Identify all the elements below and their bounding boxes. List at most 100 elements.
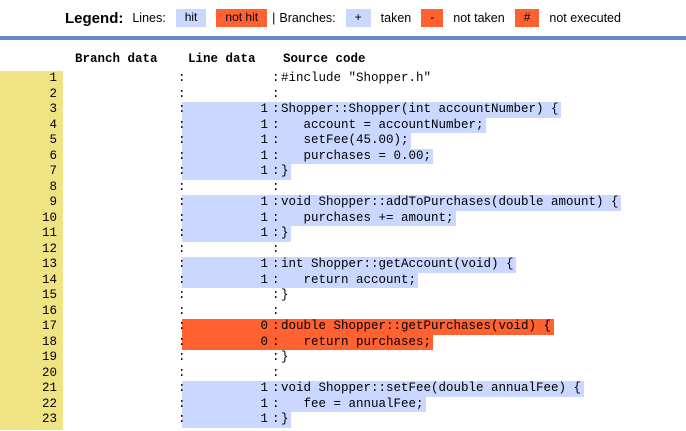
source-line-row: 7:1:} bbox=[0, 164, 686, 180]
line-number: 3 bbox=[49, 102, 57, 116]
column-separator: : bbox=[272, 334, 280, 349]
legend-swatch-hit: hit bbox=[175, 9, 207, 27]
source-line-row: 3:1:Shopper::Shopper(int accountNumber) … bbox=[0, 102, 686, 118]
coverage-highlight-not-hit bbox=[182, 319, 554, 335]
coverage-highlight-hit bbox=[182, 133, 411, 149]
column-separator: : bbox=[272, 164, 280, 178]
column-separator: : bbox=[178, 303, 186, 318]
header-divider bbox=[0, 36, 686, 40]
line-number: 2 bbox=[49, 86, 57, 101]
line-number: 10 bbox=[41, 210, 57, 225]
line-number: 7 bbox=[49, 164, 57, 178]
column-separator: : bbox=[178, 319, 186, 333]
source-line-row: 4:1: account = accountNumber; bbox=[0, 117, 686, 133]
line-number: 19 bbox=[41, 350, 57, 364]
source-line-row: 19::} bbox=[0, 350, 686, 366]
source-lines: 1::#include "Shopper.h"2::3:1:Shopper::S… bbox=[0, 71, 686, 428]
line-execution-count: 1 bbox=[260, 148, 268, 163]
legend-taken-label: taken bbox=[380, 11, 412, 25]
line-number: 6 bbox=[49, 148, 57, 163]
line-number: 16 bbox=[41, 303, 57, 318]
column-separator: : bbox=[272, 272, 280, 287]
column-separator: : bbox=[272, 412, 280, 426]
column-separator: : bbox=[272, 148, 280, 163]
line-execution-count: 1 bbox=[260, 381, 268, 395]
column-separator: : bbox=[272, 241, 280, 256]
line-number: 14 bbox=[41, 272, 57, 287]
coverage-highlight-hit bbox=[182, 117, 487, 133]
source-line-row: 12:: bbox=[0, 242, 686, 258]
line-number-gutter bbox=[0, 71, 63, 430]
legend-not-executed-label: not executed bbox=[549, 11, 621, 25]
line-number: 23 bbox=[41, 412, 57, 426]
source-line-row: 8:: bbox=[0, 180, 686, 196]
line-number: 20 bbox=[41, 365, 57, 380]
source-line-row: 11:1:} bbox=[0, 226, 686, 242]
source-code-text: } bbox=[281, 288, 289, 302]
coverage-highlight-hit bbox=[182, 195, 622, 211]
legend-swatch-not-executed: # bbox=[514, 9, 540, 27]
source-code-text: void Shopper::addToPurchases(double amou… bbox=[281, 195, 619, 209]
line-number: 21 bbox=[41, 381, 57, 395]
line-execution-count: 1 bbox=[260, 257, 268, 271]
line-execution-count: 1 bbox=[260, 412, 268, 426]
coverage-highlight-hit bbox=[182, 257, 517, 273]
column-separator: : bbox=[272, 133, 280, 147]
source-line-row: 1::#include "Shopper.h" bbox=[0, 71, 686, 87]
source-code-text: return account; bbox=[281, 272, 417, 287]
legend-lines-label: Lines: bbox=[132, 11, 166, 25]
column-header-source-code: Source code bbox=[283, 52, 366, 66]
column-separator: : bbox=[272, 288, 280, 302]
column-separator: : bbox=[178, 210, 186, 225]
source-code-text: purchases += amount; bbox=[281, 210, 454, 225]
line-execution-count: 0 bbox=[260, 334, 268, 349]
line-number: 1 bbox=[49, 71, 57, 85]
column-separator: : bbox=[178, 102, 186, 116]
source-code-text: purchases = 0.00; bbox=[281, 148, 432, 163]
column-separator: : bbox=[178, 164, 186, 178]
coverage-highlight-hit bbox=[182, 210, 456, 226]
line-execution-count: 1 bbox=[260, 102, 268, 116]
coverage-highlight-hit bbox=[182, 102, 562, 118]
coverage-highlight-hit bbox=[182, 226, 291, 242]
line-number: 5 bbox=[49, 133, 57, 147]
column-separator: : bbox=[178, 412, 186, 426]
column-separator: : bbox=[178, 350, 186, 364]
column-header-branch-data: Branch data bbox=[75, 52, 158, 66]
source-code-text: #include "Shopper.h" bbox=[281, 71, 432, 85]
coverage-highlight-hit bbox=[182, 164, 291, 180]
column-separator: : bbox=[178, 179, 186, 194]
line-execution-count: 1 bbox=[260, 164, 268, 178]
source-line-row: 22:1: fee = annualFee; bbox=[0, 396, 686, 412]
line-execution-count: 1 bbox=[260, 226, 268, 240]
line-number: 13 bbox=[41, 257, 57, 271]
source-line-row: 10:1: purchases += amount; bbox=[0, 210, 686, 226]
column-separator: : bbox=[272, 179, 280, 194]
coverage-highlight-not-hit bbox=[182, 334, 434, 350]
source-code-text: account = accountNumber; bbox=[281, 117, 484, 132]
column-separator: : bbox=[178, 257, 186, 271]
column-separator: : bbox=[178, 381, 186, 395]
source-code-text: setFee(45.00); bbox=[281, 133, 409, 147]
line-execution-count: 1 bbox=[260, 117, 268, 132]
source-code-text: int Shopper::getAccount(void) { bbox=[281, 257, 514, 271]
source-coverage-table: Branch data Line data Source code 1::#in… bbox=[0, 52, 686, 430]
column-separator: : bbox=[178, 365, 186, 380]
source-code-text: } bbox=[281, 164, 289, 178]
coverage-highlight-hit bbox=[182, 396, 426, 412]
legend-swatch-not-hit: not hit bbox=[216, 9, 268, 27]
column-separator: : bbox=[272, 195, 280, 209]
source-code-text: return purchases; bbox=[281, 334, 432, 349]
column-separator: : bbox=[178, 148, 186, 163]
line-number: 9 bbox=[49, 195, 57, 209]
line-execution-count: 0 bbox=[260, 319, 268, 333]
line-number: 17 bbox=[41, 319, 57, 333]
divider-gap bbox=[0, 40, 686, 52]
source-line-row: 16:: bbox=[0, 304, 686, 320]
legend-lines-group: Lines: hit not hit bbox=[132, 9, 268, 27]
column-separator: : bbox=[272, 396, 280, 411]
source-line-row: 18:0: return purchases; bbox=[0, 334, 686, 350]
column-separator: : bbox=[272, 365, 280, 380]
line-execution-count: 1 bbox=[260, 133, 268, 147]
legend-bar: Legend: Lines: hit not hit | Branches: +… bbox=[0, 0, 686, 36]
